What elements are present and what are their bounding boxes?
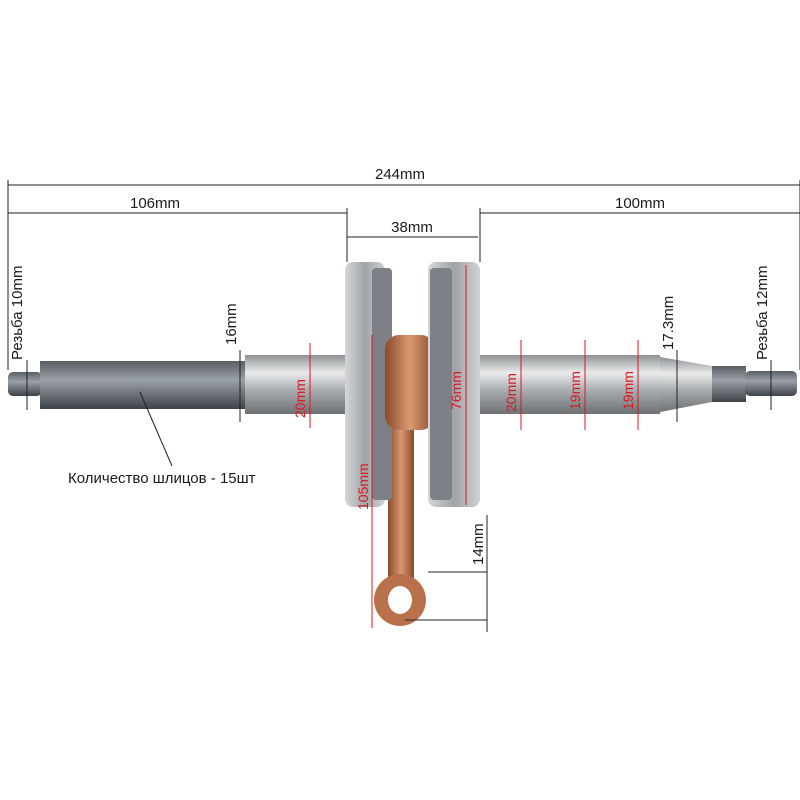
- dim-rod-length: 105mm: [355, 463, 371, 510]
- dim-right-journal: 20mm: [503, 373, 519, 412]
- dim-spline-diameter: 16mm: [223, 303, 240, 345]
- right-journal: [480, 355, 660, 414]
- dim-left-journal: 20mm: [292, 379, 308, 418]
- dim-crank-width: 38mm: [391, 219, 433, 236]
- left-spline: [40, 361, 245, 409]
- crank-pin: [385, 335, 435, 430]
- dim-overall-length: 244mm: [375, 166, 425, 183]
- dim-web-diameter: 76mm: [448, 371, 464, 410]
- dim-right-thread: Резьба 12mm: [754, 266, 771, 360]
- dim-left-shaft-length: 106mm: [130, 195, 180, 212]
- right-taper: [660, 357, 712, 412]
- connecting-rod: [388, 380, 414, 620]
- dim-right-shaft-length: 100mm: [615, 195, 665, 212]
- dim-left-thread: Резьба 10mm: [9, 266, 26, 360]
- dim-right-step-2: 19mm: [620, 371, 636, 410]
- left-journal: [245, 355, 350, 414]
- dim-small-end-width: 14mm: [470, 523, 487, 565]
- dim-right-step-1: 19mm: [567, 371, 583, 410]
- dim-taper-diameter: 17.3mm: [660, 296, 677, 350]
- spline-count-caption: Количество шлицов - 15шт: [68, 470, 256, 487]
- crankshaft-photo: [8, 262, 797, 626]
- left-thread: [8, 372, 42, 396]
